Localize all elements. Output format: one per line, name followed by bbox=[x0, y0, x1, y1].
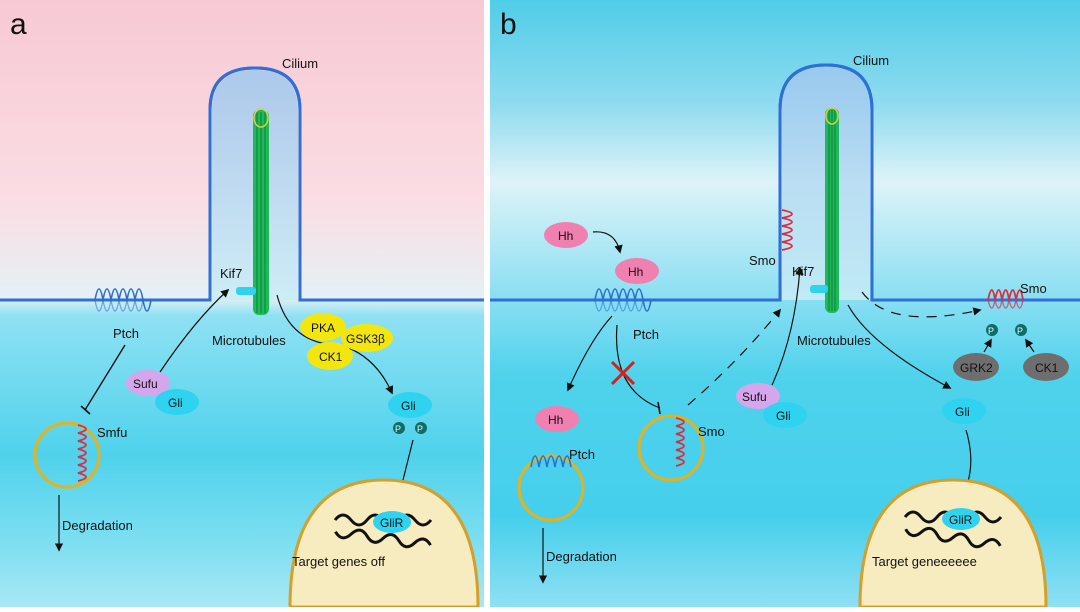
smo-vesicle-label: Smo bbox=[698, 424, 725, 439]
ptch-coil-vesicle-icon bbox=[530, 455, 572, 468]
ptch-inhibit-line bbox=[84, 344, 126, 411]
vesicle-a bbox=[33, 421, 101, 489]
smo-right-label: Smo bbox=[1020, 281, 1047, 296]
ptch-receptor-b-icon bbox=[594, 288, 652, 312]
pka-oval bbox=[300, 313, 346, 341]
vesicle-b-smo bbox=[637, 414, 705, 482]
sufu-label-a: Sufu bbox=[133, 377, 158, 391]
ptch2-label: Ptch bbox=[569, 447, 595, 462]
grk2-label: GRK2 bbox=[960, 361, 993, 375]
smo-membrane-coil-icon bbox=[987, 289, 1024, 301]
ck1-oval-b bbox=[1023, 353, 1069, 381]
ck1-oval-a bbox=[307, 342, 353, 370]
phosphate-label-b1: P bbox=[988, 326, 994, 336]
gli-phos-oval bbox=[388, 392, 432, 418]
hh-label-3: Hh bbox=[548, 413, 563, 427]
hh-binding-arrow bbox=[592, 231, 623, 254]
pka-label: PKA bbox=[311, 321, 335, 335]
block-x-icon bbox=[610, 360, 636, 386]
sufu-label-b: Sufu bbox=[742, 390, 767, 404]
ptch-smo-inhibit-line bbox=[615, 324, 661, 409]
hh-oval-2 bbox=[615, 258, 659, 284]
panel-a: a Cilium Kif7 Microtubules Ptch Smfu Deg… bbox=[0, 0, 484, 609]
hh-label-2: Hh bbox=[628, 265, 643, 279]
microtubules-label: Microtubules bbox=[212, 333, 286, 348]
dna-strand-2-a bbox=[334, 528, 432, 549]
phosphate-label-b2: P bbox=[1017, 326, 1023, 336]
glir-label-b: GliR bbox=[949, 513, 973, 527]
panel-b-letter: b bbox=[500, 8, 517, 41]
ptch-internalize-arrow bbox=[566, 315, 613, 392]
kif7-protein-b bbox=[810, 285, 828, 293]
phosphate-icon-1 bbox=[393, 422, 405, 434]
ptch-label-b: Ptch bbox=[633, 327, 659, 342]
nucleus-a bbox=[288, 478, 480, 609]
gsk3b-oval bbox=[341, 324, 393, 352]
smo-coil-cilium-icon bbox=[781, 209, 793, 251]
kif7-label: Kif7 bbox=[220, 266, 242, 281]
gli-label-b2: Gli bbox=[955, 405, 970, 419]
glir-oval-b bbox=[942, 508, 980, 530]
microtubules-label-b: Microtubules bbox=[797, 333, 871, 348]
sufu-gli-to-cilium-arrow bbox=[159, 288, 230, 373]
phosphate-icon-b2 bbox=[1015, 324, 1027, 336]
gli-label-a: Gli bbox=[168, 396, 183, 410]
ptch-label: Ptch bbox=[113, 326, 139, 341]
grk2-oval bbox=[953, 353, 999, 381]
ck1-arrow bbox=[1025, 338, 1035, 353]
gli-oval-a bbox=[155, 389, 199, 415]
gsk3b-label: GSK3β bbox=[346, 332, 385, 346]
kif7-label-b: Kif7 bbox=[792, 264, 814, 279]
hh-oval-3 bbox=[535, 406, 579, 432]
glir-label-a: GliR bbox=[380, 516, 404, 530]
sufu-oval-b bbox=[736, 383, 780, 409]
cilium-outline-b bbox=[778, 63, 874, 300]
smo-coil-vesicle-icon bbox=[675, 417, 685, 467]
kif7-protein bbox=[236, 287, 256, 295]
phosphate-icon-2 bbox=[415, 422, 427, 434]
panel-a-letter: a bbox=[10, 8, 27, 41]
hh-label-1: Hh bbox=[558, 229, 573, 243]
glir-oval-a bbox=[373, 511, 411, 533]
target-label-b: Target geneeeeee bbox=[872, 554, 977, 569]
gli-activation-arrow bbox=[847, 304, 952, 389]
sufu-oval-a bbox=[126, 370, 170, 396]
degradation-label-b: Degradation bbox=[546, 549, 617, 564]
sufu-gli-to-cilium-arrow-b bbox=[771, 266, 804, 386]
cilium-label: Cilium bbox=[282, 56, 318, 71]
degradation-label-a: Degradation bbox=[62, 518, 133, 533]
nucleus-b bbox=[858, 478, 1048, 609]
phosphate-icon-b1 bbox=[986, 324, 998, 336]
ck1-label-b: CK1 bbox=[1035, 361, 1059, 375]
gli-oval-b2 bbox=[942, 398, 986, 424]
smo-coil-a-icon bbox=[77, 424, 87, 482]
panel-b: b Cilium Kif7 Microtubules Smo Hh Hh Ptc… bbox=[490, 0, 1080, 609]
microtubules-a bbox=[253, 108, 269, 315]
smo-top-label: Smo bbox=[749, 253, 776, 268]
ptch-receptor-icon bbox=[94, 288, 152, 312]
phosphate-label-2: P bbox=[417, 424, 423, 434]
target-label-a: Target genes off bbox=[292, 554, 385, 569]
panel-divider bbox=[484, 0, 490, 607]
microtubules-b bbox=[825, 107, 839, 313]
grk2-arrow bbox=[983, 338, 992, 353]
gli-label-b: Gli bbox=[776, 409, 791, 423]
gli-phos-label: Gli bbox=[401, 399, 416, 413]
gli-oval-b bbox=[763, 402, 807, 428]
dna-strand-2-b bbox=[904, 526, 1002, 549]
cilium-label-b: Cilium bbox=[853, 53, 889, 68]
phosphate-label-1: P bbox=[395, 424, 401, 434]
hh-oval-1 bbox=[544, 222, 588, 248]
vesicle-smo-label: Smfu bbox=[97, 425, 127, 440]
ck1-label-a: CK1 bbox=[319, 350, 343, 364]
cilium-outline bbox=[208, 66, 302, 300]
